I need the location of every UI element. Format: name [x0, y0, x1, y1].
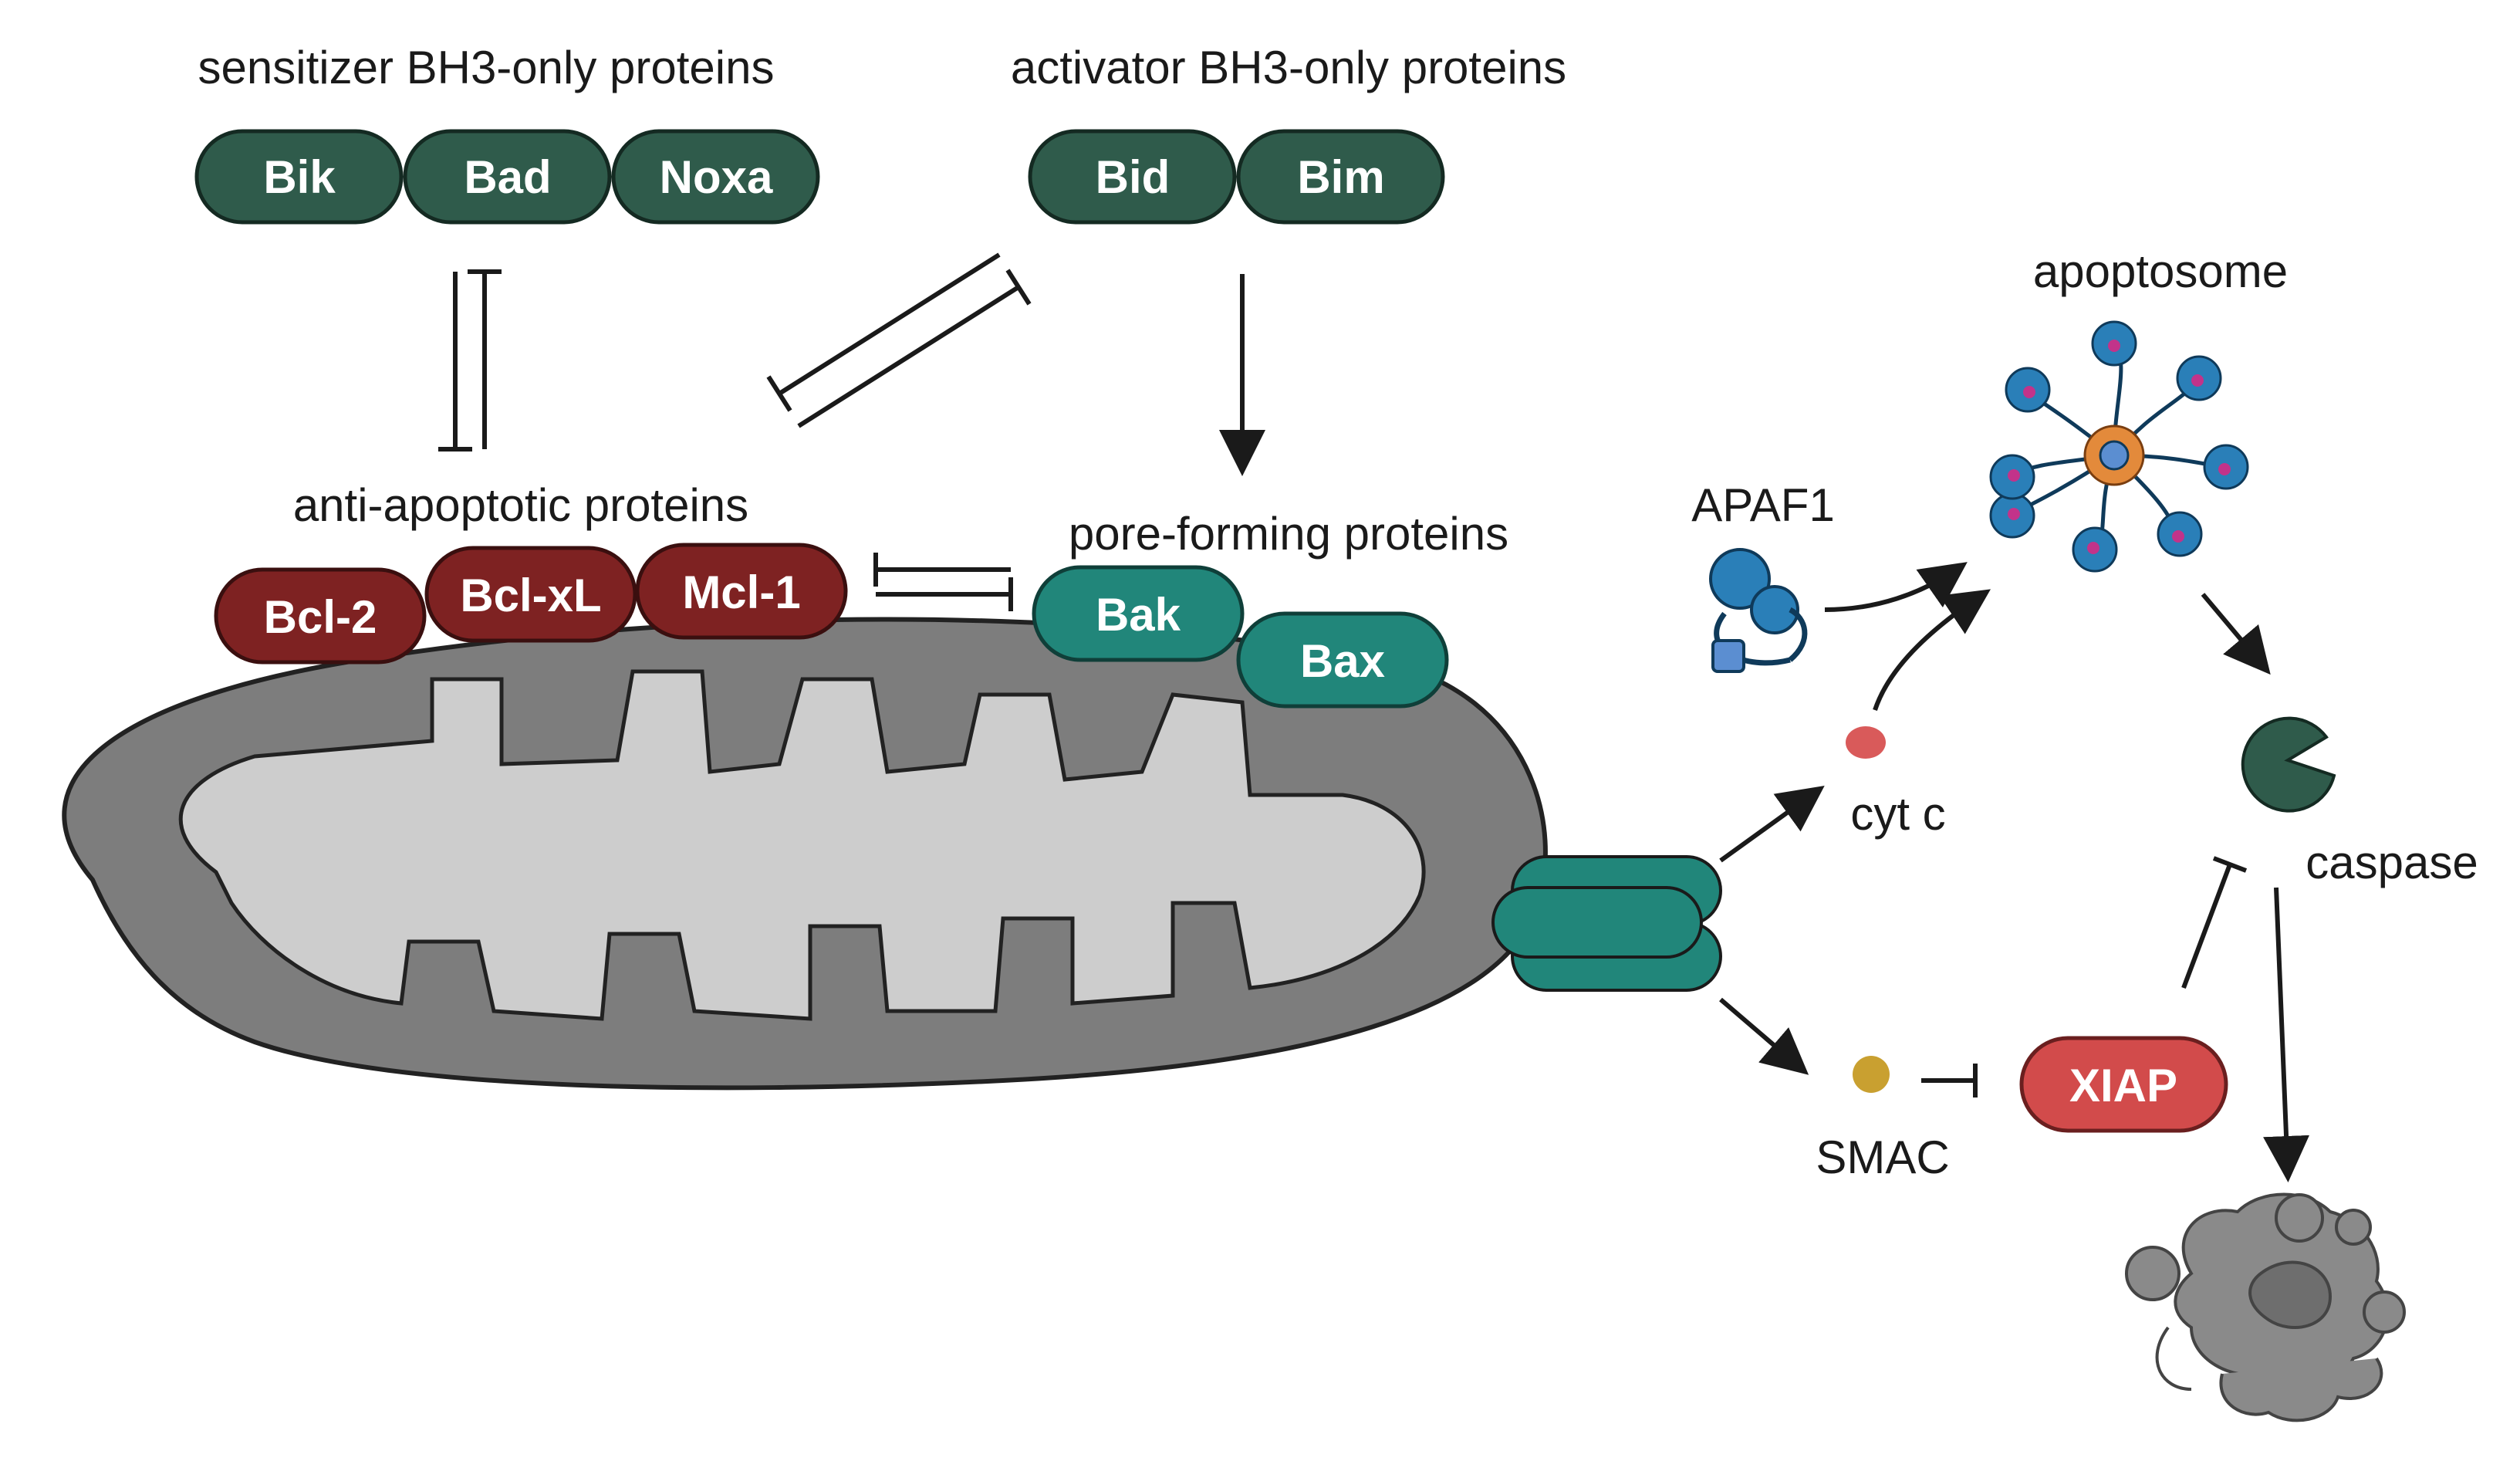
mitochondrion: [62, 617, 1548, 1091]
pill-bim-label: Bim: [1297, 151, 1384, 203]
apoptosome-label: apoptosome: [2033, 245, 2288, 297]
apaf1-label: APAF1: [1691, 479, 1835, 531]
pill-bcl2: [214, 567, 427, 665]
pill-bid-label: Bid: [1096, 151, 1170, 203]
apaf1-icon: [1709, 548, 1808, 673]
pill-bad: [403, 129, 612, 225]
caspase-label: caspase: [2305, 837, 2478, 888]
anti-apoptotic-group: Bcl-2 Bcl-xL Mcl-1: [214, 543, 848, 665]
pill-bcl2-label: Bcl-2: [264, 591, 377, 643]
anti-pore-inhibition: [873, 553, 1013, 611]
apaf1-to-apoptosome-arrow: [1824, 562, 1968, 612]
pill-mcl1-label: Mcl-1: [682, 567, 800, 618]
sensitizer-group: Bik Bad Noxa: [194, 129, 820, 225]
activator-anti-inhibition: [766, 252, 1032, 428]
pore-forming-label: pore-forming proteins: [1069, 508, 1508, 560]
pill-bik-label: Bik: [263, 151, 336, 203]
pill-noxa-label: Noxa: [660, 151, 773, 203]
smac-label: SMAC: [1816, 1131, 1949, 1183]
pill-bax-label: Bax: [1300, 635, 1385, 687]
pore-to-cytc-arrow: [1719, 785, 1825, 863]
cytc-label: cyt c: [1850, 788, 1945, 840]
smac-icon: [1853, 1056, 1890, 1093]
pill-mcl1: [635, 543, 848, 640]
pill-xiap: [2019, 1036, 2228, 1133]
pill-bclxl-label: Bcl-xL: [460, 570, 601, 621]
pill-noxa: [611, 129, 820, 225]
pill-xiap-label: XIAP: [2069, 1060, 2177, 1111]
cytc-to-apoptosome-arrow: [1873, 589, 1991, 711]
apoptotic-cell-icon: [2125, 1192, 2406, 1422]
activator-label: activator BH3-only proteins: [1011, 42, 1566, 93]
pill-bclxl: [424, 546, 637, 643]
pill-bak-label: Bak: [1096, 589, 1181, 641]
membrane-pore-channel: [1491, 855, 1722, 992]
pill-bik: [194, 129, 404, 225]
activator-group: Bid Bim: [1028, 129, 1445, 225]
anti-apoptotic-label: anti-apoptotic proteins: [293, 479, 748, 531]
apoptosome-icon: [1989, 320, 2249, 573]
smac-xiap-inhibition: [1921, 1064, 1978, 1098]
caspase-icon: [2241, 716, 2336, 813]
pore-forming-group: Bak Bax: [1032, 565, 1449, 709]
pore-to-smac-arrow: [1719, 997, 1809, 1075]
xiap-caspase-inhibition: [2181, 856, 2248, 989]
pill-bak: [1032, 565, 1245, 662]
pill-bad-label: Bad: [464, 151, 551, 203]
sensitizer-anti-inhibition: [438, 269, 502, 452]
pill-bim: [1236, 129, 1445, 225]
pill-bid: [1028, 129, 1237, 225]
pill-bax: [1236, 611, 1449, 709]
cytc-icon: [1846, 726, 1886, 759]
sensitizer-label: sensitizer BH3-only proteins: [198, 42, 775, 93]
caspase-to-cell-arrow: [2263, 887, 2310, 1182]
apoptosome-to-caspase-arrow: [2201, 593, 2271, 675]
